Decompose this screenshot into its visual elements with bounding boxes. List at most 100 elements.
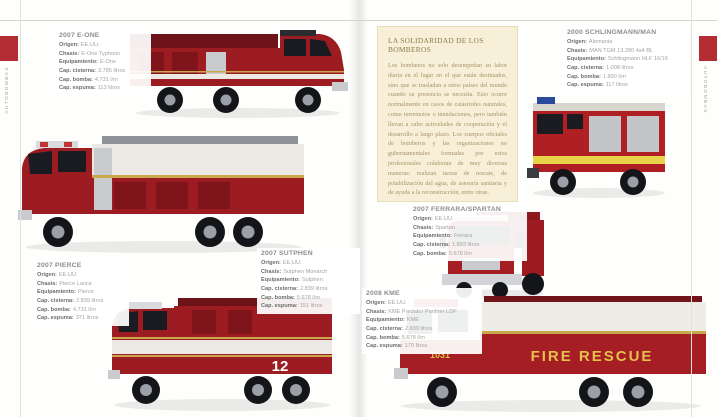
kme-unit-number: 1031 bbox=[430, 350, 450, 360]
spec-row: Origen:EE.UU. bbox=[261, 259, 356, 268]
spec-value: Sutphen bbox=[301, 277, 323, 284]
spec-label: Cap. cisterna: bbox=[261, 285, 298, 292]
spec-row: Cap. espuma:371 litros bbox=[37, 314, 125, 323]
spec-label: Cap. cisterna: bbox=[567, 64, 604, 71]
spec-row: Chasis:Spartan bbox=[413, 224, 523, 233]
spec-row: Origen:EE.UU. bbox=[413, 215, 523, 224]
spec-value: EE.UU. bbox=[434, 216, 454, 222]
spec-value: 4.731 l/m bbox=[94, 76, 118, 83]
spec-row: Equipamiento:KME bbox=[366, 316, 478, 325]
spec-value: 170 litros bbox=[404, 343, 428, 350]
truck-photo-schlingmann-man bbox=[527, 97, 665, 198]
spec-row: Cap. bomba:4.731 l/m bbox=[59, 76, 147, 85]
spec-title: 2007 PIERCE bbox=[37, 262, 82, 269]
spec-value: 4.731 l/m bbox=[72, 306, 96, 313]
spec-label: Equipamiento: bbox=[261, 277, 300, 284]
spec-row: Equipamiento:Schlingmann HLF 16/16 bbox=[567, 55, 685, 64]
spec-box-pierce: 2007 PIERCE Origen:EE.UU. Chasis:Pierce … bbox=[33, 260, 129, 326]
spec-title: 2000 SCHLINGMANN/MAN bbox=[567, 29, 657, 36]
spec-value: 5.678 l/m bbox=[401, 334, 425, 341]
spec-value: 2.839 litros bbox=[76, 297, 104, 304]
spec-row: Equipamiento:Pierce bbox=[37, 288, 125, 297]
spec-value: Ferrara bbox=[453, 233, 473, 240]
spec-label: Cap. cisterna: bbox=[366, 325, 403, 332]
truck-photo-e-one bbox=[130, 30, 348, 118]
spec-value: 1.890 l/m bbox=[602, 73, 626, 80]
right-page-edge-line bbox=[691, 0, 692, 417]
spec-label: Chasis: bbox=[366, 308, 387, 315]
spec-row: Cap. espuma:117 litros bbox=[567, 81, 685, 90]
spec-label: Cap. bomba: bbox=[366, 334, 400, 341]
top-rule bbox=[0, 20, 717, 21]
spec-label: Equipamiento: bbox=[37, 289, 76, 296]
spec-value: Schlingmann HLF 16/16 bbox=[607, 56, 668, 63]
spec-label: Equipamiento: bbox=[567, 56, 606, 63]
spec-row: Chasis:KME Predator Panther LDF bbox=[366, 308, 478, 317]
right-side-label: AUTOBOMBAS bbox=[702, 66, 707, 114]
spec-row: Chasis:MAN TGM 13.280 4x4 BL bbox=[567, 47, 685, 56]
feature-title: LA SOLIDARIDAD DE LOS BOMBEROS bbox=[388, 36, 484, 54]
spec-label: Cap. bomba: bbox=[59, 76, 93, 83]
spec-label: Cap. espuma: bbox=[261, 303, 298, 310]
spec-value: Spartan bbox=[435, 224, 455, 231]
spec-value: 2.839 litros bbox=[300, 285, 328, 292]
feature-body: Los bomberos no solo desempeñan su labor… bbox=[388, 62, 507, 197]
spec-row: Cap. espuma:151 litros bbox=[261, 302, 356, 311]
spec-value: EE.UU. bbox=[80, 42, 100, 48]
spec-label: Chasis: bbox=[413, 224, 434, 231]
spec-label: Equipamiento: bbox=[59, 59, 98, 66]
spec-title: 2007 E-ONE bbox=[59, 32, 100, 39]
spec-value: 5.678 l/m bbox=[296, 294, 320, 301]
spec-label: Cap. espuma: bbox=[366, 343, 403, 350]
spec-value: 3.785 litros bbox=[98, 67, 126, 74]
sutphen-unit-number: 12 bbox=[272, 358, 289, 375]
spec-row: Cap. bomba:4.731 l/m bbox=[37, 306, 125, 315]
spec-row: Cap. espuma:113 litros bbox=[59, 84, 147, 93]
spec-label: Origen: bbox=[37, 272, 57, 278]
spec-value: KME Predator Panther LDF bbox=[388, 308, 457, 315]
spec-label: Chasis: bbox=[567, 47, 588, 54]
spec-value: MAN TGM 13.280 4x4 BL bbox=[589, 47, 654, 54]
truck-photo-sutphen: 12 bbox=[108, 298, 332, 411]
spec-row: Cap. cisterna:1.893 litros bbox=[413, 241, 523, 250]
spec-box-kme: 2008 KME Origen:EE.UU. Chasis:KME Predat… bbox=[362, 288, 482, 354]
spec-row: Cap. espuma:170 litros bbox=[366, 342, 478, 351]
spec-value: E-One Typhoon bbox=[81, 50, 121, 57]
spec-row: Equipamiento:Ferrara bbox=[413, 232, 523, 241]
spec-row: Cap. bomba:1.890 l/m bbox=[567, 73, 685, 82]
spec-label: Origen: bbox=[366, 300, 386, 306]
spec-row: Equipamiento:Sutphen bbox=[261, 276, 356, 285]
spec-label: Cap. bomba: bbox=[413, 250, 447, 257]
spec-row: Origen:EE.UU. bbox=[59, 41, 147, 50]
spec-value: E-One bbox=[99, 59, 117, 66]
left-page-edge-line bbox=[20, 0, 21, 417]
spec-value: 371 litros bbox=[75, 315, 99, 322]
spec-title: 2008 KME bbox=[366, 290, 400, 297]
spec-title: 2007 FERRARA/SPARTAN bbox=[413, 206, 501, 213]
spec-row: Cap. bomba:5.678 l/m bbox=[413, 250, 523, 259]
spec-row: Origen:EE.UU. bbox=[37, 271, 125, 280]
spec-label: Cap. bomba: bbox=[37, 306, 71, 313]
spec-label: Origen: bbox=[413, 216, 433, 222]
kme-body-marking: FIRE RESCUE bbox=[531, 348, 654, 365]
spec-value: 117 litros bbox=[605, 82, 628, 89]
spec-row: Cap. bomba:5.678 l/m bbox=[366, 334, 478, 343]
spec-value: 1.893 litros bbox=[452, 241, 480, 248]
spec-row: Cap. cisterna:2.839 litros bbox=[37, 297, 125, 306]
spec-row: Equipamiento:E-One bbox=[59, 58, 147, 67]
page-gutter bbox=[348, 0, 368, 417]
spec-label: Cap. espuma: bbox=[567, 82, 604, 89]
spec-value: 151 litros bbox=[299, 303, 323, 310]
spec-value: Sutphen Monarch bbox=[283, 268, 328, 275]
spec-box-sutphen: 2007 SUTPHEN Origen:EE.UU. Chasis:Sutphe… bbox=[257, 248, 360, 314]
spec-value: 1.008 litros bbox=[606, 64, 634, 71]
left-chapter-tab bbox=[0, 36, 18, 61]
spec-value: EE.UU. bbox=[58, 272, 78, 278]
spec-label: Origen: bbox=[567, 39, 587, 45]
spec-label: Chasis: bbox=[261, 268, 282, 275]
left-side-label: AUTOBOMBAS bbox=[5, 66, 10, 114]
feature-box: LA SOLIDARIDAD DE LOS BOMBEROS Los bombe… bbox=[377, 26, 518, 202]
spec-label: Cap. cisterna: bbox=[59, 67, 96, 74]
spec-row: Origen:EE.UU. bbox=[366, 299, 478, 308]
